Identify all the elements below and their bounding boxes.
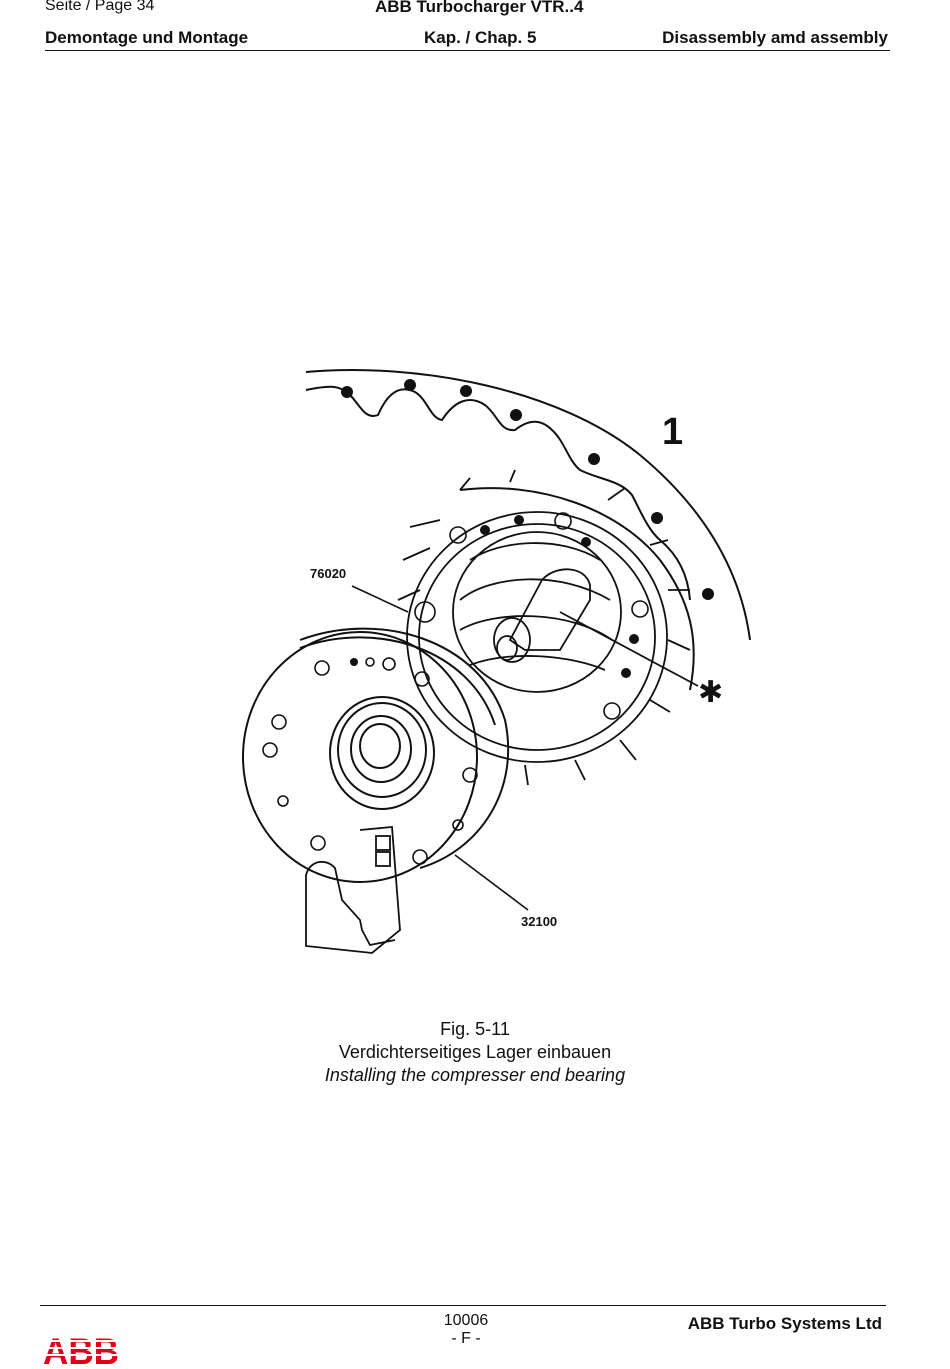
bearing-cover-front bbox=[242, 631, 478, 883]
revision-label: - F - bbox=[451, 1330, 481, 1347]
view-number-label: 1 bbox=[662, 411, 683, 453]
part-number-label-32100: 32100 bbox=[521, 914, 557, 929]
nozzle-ring-outer bbox=[406, 511, 668, 763]
casing-wavy-contour bbox=[305, 385, 691, 601]
svg-text:ABB: ABB bbox=[43, 1332, 119, 1368]
page-number-label: Seite / Page 34 bbox=[45, 0, 155, 14]
header-rule bbox=[45, 50, 890, 51]
footer-rule bbox=[40, 1305, 886, 1306]
casing-inner-arc bbox=[459, 487, 695, 691]
figure-title-english: Installing the compresser end bearing bbox=[324, 1065, 626, 1085]
bearing-installation-drawing: 1 76020 32100 ✱ bbox=[242, 369, 751, 954]
asterisk-marker: ✱ bbox=[698, 675, 723, 710]
holding-bracket bbox=[305, 826, 401, 954]
rotor-shaft bbox=[508, 568, 591, 651]
figure-title-german: Verdichterseitiges Lager einbauen bbox=[338, 1042, 612, 1062]
document-number: 10006 bbox=[443, 1312, 489, 1329]
part-number-label-76020: 76020 bbox=[310, 566, 346, 581]
chapter-label: Kap. / Chap. 5 bbox=[424, 28, 537, 47]
abb-logo: ABB bbox=[43, 1332, 119, 1368]
section-title-german: Demontage und Montage bbox=[45, 28, 249, 47]
nozzle-ring-bore bbox=[452, 531, 622, 693]
figure-number: Fig. 5-11 bbox=[440, 1019, 510, 1039]
document-title: ABB Turbocharger VTR..4 bbox=[375, 0, 584, 16]
section-title-english: Disassembly amd assembly bbox=[662, 28, 888, 47]
casing-outer-arc bbox=[305, 369, 751, 641]
company-name: ABB Turbo Systems Ltd bbox=[687, 1314, 882, 1333]
